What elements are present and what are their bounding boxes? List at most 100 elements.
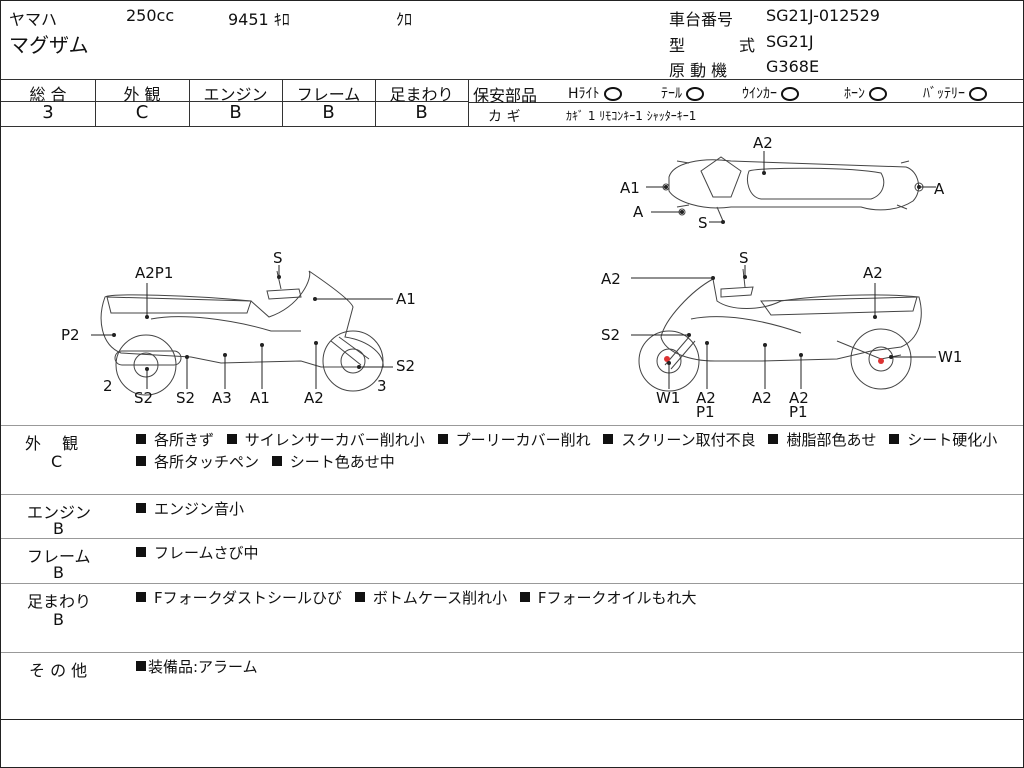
left-view-dots <box>112 275 361 371</box>
grade-value-overall: 3 <box>42 102 54 123</box>
diagram-label: A3 <box>212 389 232 407</box>
grade-value-engine: B <box>229 102 242 123</box>
note-item: 樹脂部色あせ <box>768 431 876 449</box>
note-item: スクリーン取付不良 <box>603 431 756 449</box>
bullet-square-icon <box>768 434 779 444</box>
diagram-label: A2 <box>696 389 716 407</box>
diagram-label: P1 <box>789 403 808 421</box>
note-items: フレームさび中 <box>136 542 267 564</box>
divider <box>1 126 1023 127</box>
diagram-label: S2 <box>601 326 620 344</box>
note-item: プーリーカバー削れ <box>437 431 591 449</box>
grade-label-engine: エンジン <box>203 85 268 104</box>
diagram-label: A1 <box>396 290 416 308</box>
diagram-label: A2P1 <box>135 264 173 282</box>
divider <box>189 79 190 126</box>
note-grade: B <box>53 563 64 582</box>
safety-item-winker: ｳｲﾝｶｰ <box>742 83 801 103</box>
mileage: 9451 ｷﾛ <box>228 10 290 29</box>
divider <box>375 79 376 126</box>
diagram-label: S <box>698 214 708 232</box>
color: ｸﾛ <box>396 10 413 29</box>
damage-diagram: A2 A1 A A S S A2P1 A1 P2 S2 2 S2 S2 A3 A… <box>61 134 962 421</box>
diagram-label: S <box>273 249 283 267</box>
bullet-square-icon <box>354 592 365 602</box>
scooter-top-view <box>662 156 924 222</box>
diagram-label: W1 <box>938 348 962 366</box>
diagram-label: S <box>739 249 749 267</box>
top-view-dots <box>664 171 921 224</box>
note-items: エンジン音小 <box>136 498 252 520</box>
safety-item-battery: ﾊﾞｯﾃﾘｰ <box>923 83 989 103</box>
diagram-label: S2 <box>134 389 153 407</box>
left-view-leaders <box>91 265 393 389</box>
note-items: 各所きず サイレンサーカバー削れ小 プーリーカバー削れ スクリーン取付不良 樹脂… <box>136 429 1016 473</box>
ok-circle-icon <box>969 87 987 101</box>
diagram-label: S2 <box>396 357 415 375</box>
ok-circle-icon <box>781 87 799 101</box>
diagram-label: A1 <box>620 179 640 197</box>
engine-label: 原 動 機 <box>669 61 728 80</box>
note-title: そ の 他 <box>29 661 88 680</box>
safety-label: 保安部品 <box>473 86 538 105</box>
bullet-square-icon <box>226 434 237 444</box>
grade-value-exterior: C <box>135 102 149 123</box>
safety-item-horn: ﾎｰﾝ <box>844 83 889 103</box>
divider <box>1 79 1023 80</box>
note-item: 各所タッチペン <box>136 453 259 471</box>
scooter-left-side-view <box>100 270 384 396</box>
note-item: ボトムケース削れ小 <box>354 589 507 607</box>
bullet-square-icon <box>136 547 146 557</box>
top-view-leaders <box>646 151 936 223</box>
bullet-square-icon <box>136 503 146 513</box>
note-item: 各所きず <box>136 431 214 449</box>
note-grade: C <box>51 452 63 471</box>
diagram-label: P2 <box>61 326 80 344</box>
grade-value-suspension: B <box>415 102 428 123</box>
frame-no: SG21J-012529 <box>766 6 880 25</box>
bullet-square-icon <box>136 592 146 602</box>
bullet-square-icon <box>136 456 146 466</box>
bullet-square-icon <box>271 456 282 466</box>
diagram-label: A <box>934 180 945 198</box>
divider <box>468 102 1023 103</box>
bullet-square-icon <box>136 661 146 671</box>
divider <box>1 719 1023 720</box>
divider <box>468 79 469 126</box>
note-row-suspension: 足まわり B Fフォークダストシールひび ボトムケース削れ小 Fフォークオイルも… <box>1 583 1023 652</box>
bullet-square-icon <box>519 592 530 602</box>
maker-name: ヤマハ <box>9 10 58 29</box>
note-item: Fフォークダストシールひび <box>136 589 342 607</box>
note-row-frame: フレーム B フレームさび中 <box>1 538 1023 583</box>
note-title: エンジン <box>27 503 92 522</box>
note-item: シート色あせ中 <box>271 453 395 471</box>
engine-value: G368E <box>766 57 820 76</box>
note-items: 装備品:アラーム <box>136 656 266 678</box>
bullet-square-icon <box>603 434 614 444</box>
note-row-other: そ の 他 装備品:アラーム <box>1 652 1023 720</box>
key-label: カ ギ <box>488 109 521 125</box>
bullet-square-icon <box>437 434 448 444</box>
diagram-label: A2 <box>601 270 621 288</box>
note-item: サイレンサーカバー削れ小 <box>226 431 425 449</box>
note-item: Fフォークオイルもれ大 <box>519 589 697 607</box>
type-value: SG21J <box>766 32 814 51</box>
ok-circle-icon <box>686 87 704 101</box>
displacement: 250cc <box>126 6 175 25</box>
frame-no-label: 車台番号 <box>669 10 734 29</box>
grade-label-suspension: 足まわり <box>389 85 454 104</box>
note-title: 足まわり <box>27 592 92 611</box>
type-label-2: 式 <box>739 36 756 55</box>
bullet-square-icon <box>889 434 900 444</box>
note-grade: B <box>53 519 64 538</box>
key-value: ｶｷﾞ 1 ﾘﾓｺﾝｷｰ1 ｼｬｯﾀｰｷｰ1 <box>566 109 697 123</box>
diagram-label: W1 <box>656 389 680 407</box>
diagram-label: A2 <box>752 389 772 407</box>
note-title: 外 観 <box>25 434 79 453</box>
note-row-engine: エンジン B エンジン音小 <box>1 494 1023 539</box>
diagram-label: A2 <box>863 264 883 282</box>
divider <box>95 79 96 126</box>
diagram-label: P1 <box>696 403 715 421</box>
type-label-1: 型 <box>669 36 686 55</box>
